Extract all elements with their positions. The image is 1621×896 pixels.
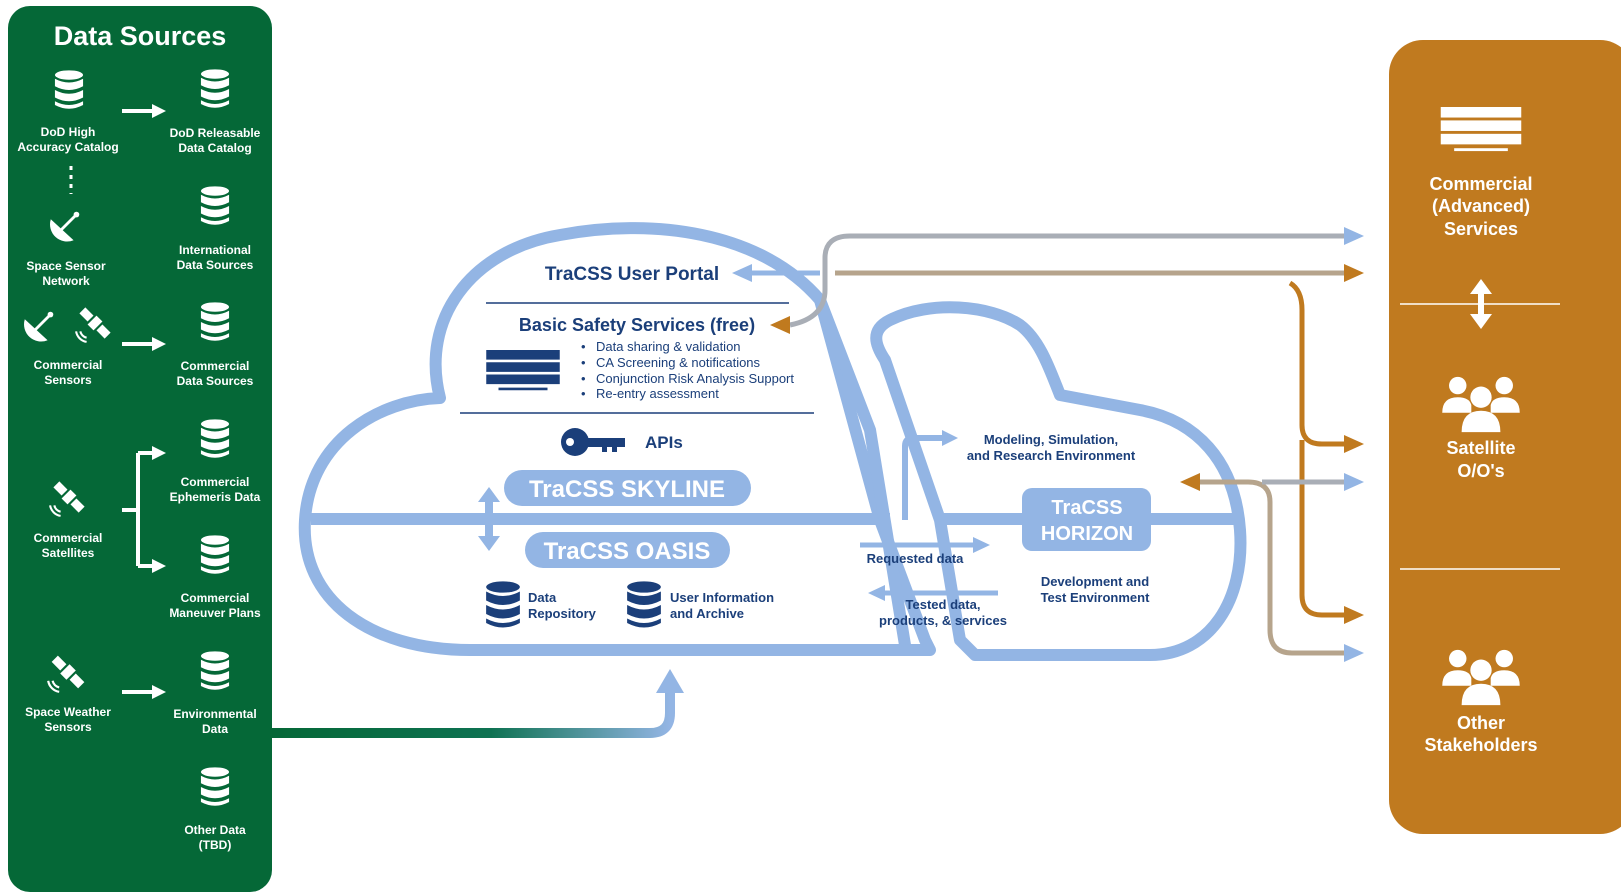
service-bullet: Data sharing & validation	[596, 339, 741, 354]
other-stakeholders-label: Other	[1457, 713, 1505, 733]
source-label: Accuracy Catalog	[17, 140, 118, 154]
source-label: Data Sources	[177, 374, 254, 388]
user-info-label: User Information	[670, 590, 774, 605]
satellite-oo-label: O/O's	[1457, 461, 1504, 481]
modeling-label: Modeling, Simulation,	[984, 432, 1118, 447]
database-icon	[627, 581, 661, 628]
source-label: DoD Releasable	[170, 126, 261, 140]
dev-env-label: Development and	[1041, 574, 1149, 589]
service-bullet: Re-entry assessment	[596, 386, 719, 401]
source-label: International	[179, 243, 251, 257]
source-label: (TBD)	[199, 838, 232, 852]
service-bullet: Conjunction Risk Analysis Support	[596, 371, 794, 386]
tested-data-label: products, & services	[879, 613, 1007, 628]
oasis-pill	[525, 532, 730, 568]
main-cloud	[298, 222, 936, 656]
output-arrows	[732, 227, 1364, 662]
horizon-cloud	[870, 301, 1247, 661]
source-label: Commercial	[181, 475, 250, 489]
source-label: Commercial	[34, 358, 103, 372]
bidirectional-arrow-icon	[1470, 279, 1492, 329]
data-feed-arrow	[272, 690, 675, 738]
source-label: Commercial	[181, 591, 250, 605]
apis-label: APIs	[645, 433, 683, 452]
source-label: Data	[202, 722, 228, 736]
basic-safety-label: Basic Safety Services (free)	[519, 315, 755, 335]
service-bullet: CA Screening & notifications	[596, 355, 761, 370]
source-label: Other Data	[184, 823, 246, 837]
source-label: Data Catalog	[178, 141, 251, 155]
source-label: Sensors	[44, 720, 92, 734]
horizon-arrows	[860, 430, 998, 601]
data-sources-title: Data Sources	[54, 21, 227, 51]
source-label: DoD High	[41, 125, 96, 139]
skyline-label: TraCSS SKYLINE	[529, 476, 725, 503]
key-icon	[561, 428, 625, 456]
tested-data-label: Tested data,	[906, 597, 981, 612]
oasis-label: TraCSS OASIS	[544, 538, 711, 565]
source-label: Satellites	[42, 546, 95, 560]
repository-label: Data	[528, 590, 557, 605]
horizon-box	[1022, 488, 1151, 551]
source-label: Network	[42, 274, 90, 288]
satellite-oo-label: Satellite	[1446, 438, 1515, 458]
bullet-dot: •	[581, 371, 586, 386]
source-label: Space Weather	[25, 705, 111, 719]
source-label: Space Sensor	[26, 259, 106, 273]
bullet-dot: •	[581, 386, 586, 401]
commercial-services-label: Services	[1444, 219, 1518, 239]
data-source-connectors	[69, 104, 166, 699]
server-icon	[486, 350, 560, 391]
cloud-inner-band	[814, 297, 911, 646]
modeling-label: and Research Environment	[967, 448, 1136, 463]
source-label: Ephemeris Data	[170, 490, 261, 504]
source-label: Commercial	[181, 359, 250, 373]
bullet-dot: •	[581, 355, 586, 370]
dev-env-label: Test Environment	[1041, 590, 1151, 605]
source-label: Data Sources	[177, 258, 254, 272]
source-label: Environmental	[173, 707, 256, 721]
other-stakeholders-label: Stakeholders	[1424, 735, 1537, 755]
horizon-title: HORIZON	[1041, 523, 1133, 545]
source-label: Commercial	[34, 531, 103, 545]
bullet-dot: •	[581, 339, 586, 354]
user-portal-label: TraCSS User Portal	[545, 264, 719, 285]
user-info-label: and Archive	[670, 606, 744, 621]
database-icon	[486, 581, 520, 628]
commercial-services-label: (Advanced)	[1432, 196, 1530, 216]
horizon-title: TraCSS	[1051, 497, 1122, 519]
source-label: Maneuver Plans	[169, 606, 261, 620]
data-feed-arrowhead	[656, 669, 684, 693]
requested-data-label: Requested data	[867, 551, 965, 566]
skyline-pill	[504, 470, 751, 506]
stakeholders-panel	[1389, 40, 1621, 834]
skyline-oasis-arrow	[478, 487, 500, 551]
source-label: Sensors	[44, 373, 92, 387]
commercial-services-label: Commercial	[1429, 174, 1532, 194]
repository-label: Repository	[528, 606, 597, 621]
